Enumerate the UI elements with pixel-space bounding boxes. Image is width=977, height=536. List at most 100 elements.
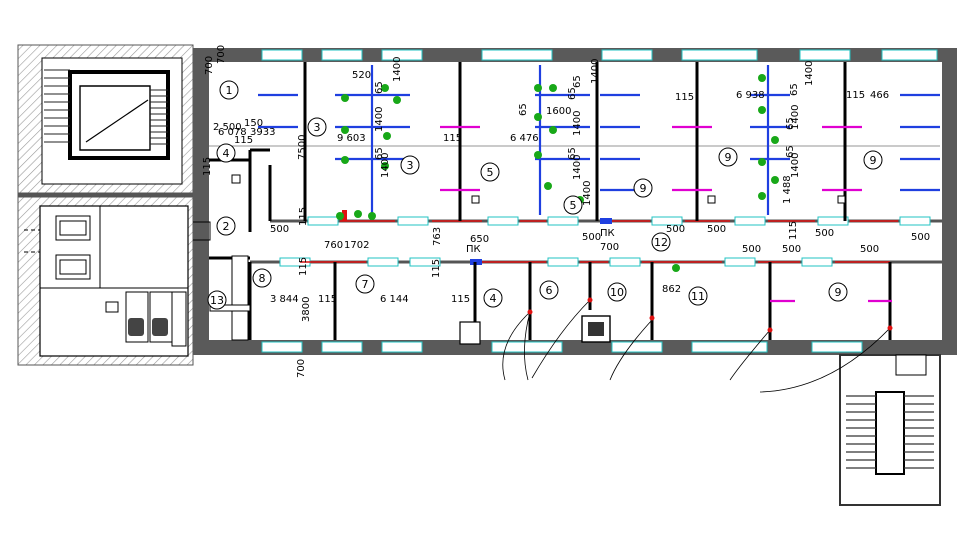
room-circle [718, 147, 738, 167]
room-circle [633, 178, 653, 198]
room-number: 12 [654, 236, 668, 249]
outer-walls [193, 48, 957, 355]
room-circle [207, 290, 227, 310]
dimension-label: 115 [298, 257, 309, 276]
dimension-label: 1400 [392, 57, 403, 82]
room-marker-r4a: 4 [216, 143, 236, 163]
dimension-label: 65 [518, 103, 529, 116]
room-circle [480, 162, 500, 182]
room-number: 3 [314, 121, 321, 134]
dimension-label: 1400 [374, 107, 385, 132]
room-marker-r9d: 9 [828, 282, 848, 302]
left-annex [17, 44, 205, 366]
room-number: 10 [610, 286, 624, 299]
dimension-label: 1400 [790, 105, 801, 130]
dimension-label: 6 476 [510, 133, 539, 144]
dimension-label: 500 [582, 232, 601, 243]
room-marker-r3a: 3 [307, 117, 327, 137]
room-circle [252, 268, 272, 288]
room-circle [216, 143, 236, 163]
dimension-label: 65 [785, 145, 796, 158]
dimension-label: 1400 [582, 181, 593, 206]
room-marker-r7: 7 [355, 274, 375, 294]
room-number: 4 [223, 147, 230, 160]
dimension-label: 115 [846, 90, 865, 101]
room-number: 5 [487, 166, 494, 179]
corridor-walls [250, 210, 942, 267]
room-circle [216, 216, 236, 236]
dimension-label: 500 [666, 224, 685, 235]
room-marker-r8: 8 [252, 268, 272, 288]
room-number: 13 [210, 294, 224, 307]
room-marker-r9c: 9 [863, 150, 883, 170]
dimension-label: 1400 [380, 153, 391, 178]
dimension-label: 3800 [301, 297, 312, 322]
room-circle [651, 232, 671, 252]
right-staircase [839, 354, 941, 506]
dimension-label: 65 [567, 147, 578, 160]
room-number: 3 [407, 159, 414, 172]
room-circle [355, 274, 375, 294]
dimension-label: 500 [270, 224, 289, 235]
room-number: 6 [546, 284, 553, 297]
room-marker-r12: 12 [651, 232, 671, 252]
dimension-label: 500 [782, 244, 801, 255]
room-circle [688, 286, 708, 306]
room-circle [483, 288, 503, 308]
room-circle [400, 155, 420, 175]
dimension-label: 65 [374, 147, 385, 160]
fixtures [193, 174, 846, 345]
dimension-label: 1702 [344, 240, 369, 251]
dimension-label: 3933 [250, 127, 275, 138]
dimension-label: 520 [352, 70, 371, 81]
room-marker-r9a: 9 [633, 178, 653, 198]
room-marker-r10: 10 [607, 282, 627, 302]
dimension-label: 115 [788, 221, 799, 240]
dimension-label: 500 [815, 228, 834, 239]
room-marker-r2: 2 [216, 216, 236, 236]
dimension-label: 115 [318, 294, 337, 305]
dimension-label: 2 500 [213, 122, 242, 133]
room-marker-r9b: 9 [718, 147, 738, 167]
dimension-label: 7500 [297, 135, 308, 160]
dimension-label: 115 [234, 135, 253, 146]
room-marker-r5b: 5 [563, 195, 583, 215]
room-circle [563, 195, 583, 215]
dimension-label: 650 [470, 234, 489, 245]
dimension-label: 700 [216, 45, 227, 64]
dimension-label: ПК [466, 244, 481, 255]
room-number: 9 [725, 151, 732, 164]
dimension-label: 3 844 [270, 294, 299, 305]
room-marker-r6: 6 [539, 280, 559, 300]
dimension-label: 65 [567, 87, 578, 100]
dimension-label: 115 [431, 259, 442, 278]
room-circle [539, 280, 559, 300]
dimension-label: 115 [451, 294, 470, 305]
dimension-label: 1400 [790, 153, 801, 178]
dimension-label: 700 [296, 359, 307, 378]
room-number: 9 [640, 182, 647, 195]
room-circle [307, 117, 327, 137]
room-number: 4 [490, 292, 497, 305]
dimension-label: 466 [870, 90, 889, 101]
dimension-label: 65 [572, 75, 583, 88]
dimension-label: 65 [374, 81, 385, 94]
room-number: 9 [870, 154, 877, 167]
dimension-label: 6 144 [380, 294, 409, 305]
dimension-label: 763 [432, 227, 443, 246]
room-number: 5 [570, 199, 577, 212]
dimension-label: 500 [707, 224, 726, 235]
dimension-label: 65 [789, 83, 800, 96]
dimension-label: 1400 [804, 61, 815, 86]
room-marker-r1: 1 [219, 80, 239, 100]
room-marker-r5a: 5 [480, 162, 500, 182]
dimension-label: 1400 [572, 111, 583, 136]
magenta-partitions [440, 125, 892, 303]
room-number: 1 [226, 84, 233, 97]
room-number: 11 [691, 290, 705, 303]
dimension-label: 9 603 [337, 133, 366, 144]
dimension-label: 6 078 [218, 127, 247, 138]
